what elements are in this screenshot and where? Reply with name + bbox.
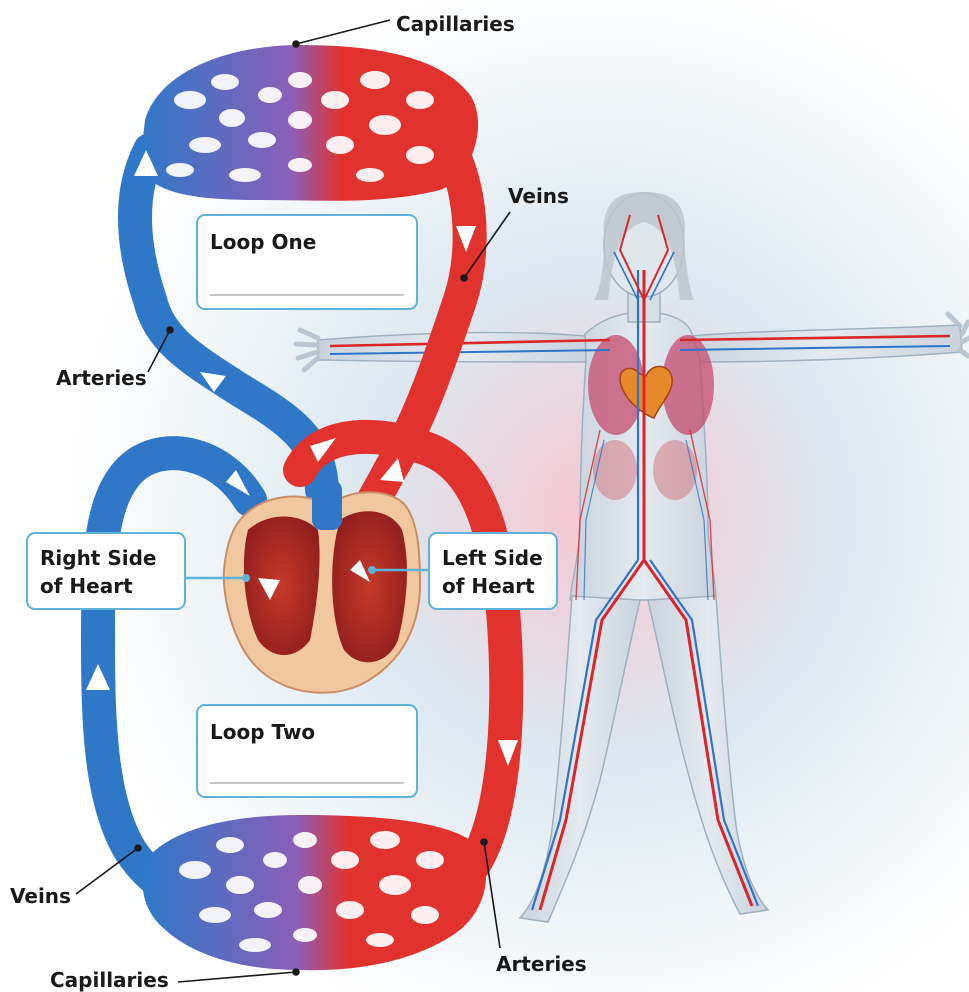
loop-one-answer-line[interactable]	[210, 294, 404, 296]
veins-top-label: Veins	[508, 186, 569, 206]
arteries-left-label: Arteries	[56, 368, 147, 388]
loop-two-title: Loop Two	[210, 720, 315, 744]
left-side-line-1: Left Side	[442, 544, 543, 572]
left-side-of-heart-box: Left Side of Heart	[428, 532, 558, 610]
heart-cross-section-icon	[224, 480, 420, 693]
capillaries-bottom-label: Capillaries	[50, 970, 169, 990]
left-side-of-heart-label: Left Side of Heart	[442, 544, 543, 600]
veins-bottom-label: Veins	[10, 886, 71, 906]
right-side-line-1: Right Side	[40, 544, 156, 572]
right-side-of-heart-label: Right Side of Heart	[40, 544, 156, 600]
arteries-bottom-label: Arteries	[496, 954, 587, 974]
capillaries-top-label: Capillaries	[396, 14, 515, 34]
right-side-line-2: of Heart	[40, 572, 156, 600]
loop-two-answer-line[interactable]	[210, 782, 404, 784]
loop-one-title: Loop One	[210, 230, 316, 254]
left-side-line-2: of Heart	[442, 572, 543, 600]
loop-two-box: Loop Two	[196, 704, 418, 798]
loop-one-box: Loop One	[196, 214, 418, 310]
right-side-of-heart-box: Right Side of Heart	[26, 532, 186, 610]
